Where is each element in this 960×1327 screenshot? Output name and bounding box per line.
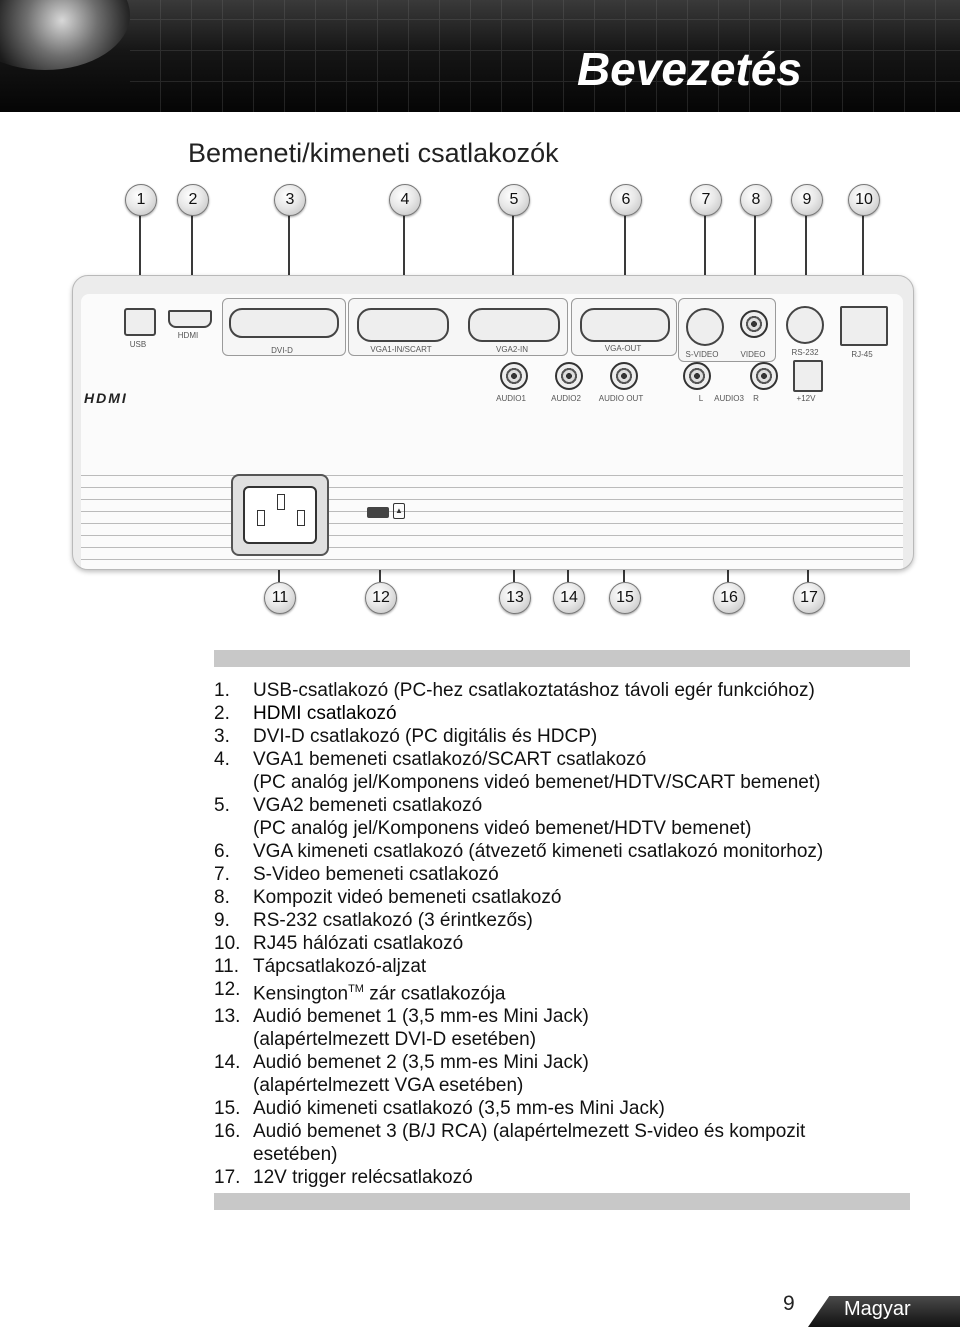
section-title: Bemeneti/kimeneti csatlakozók: [188, 138, 559, 168]
language-tab: [808, 1296, 960, 1327]
header-grid-pattern: [130, 0, 960, 112]
list-item: 4.VGA1 bemeneti csatlakozó/SCART csatlak…: [214, 749, 647, 770]
callout-10: 10: [848, 184, 880, 216]
vga-out-port: [580, 308, 670, 342]
audio3-r-label: R: [753, 394, 759, 403]
power-pin-left: [257, 510, 265, 526]
list-item: esetében): [253, 1144, 338, 1166]
list-item: 6.VGA kimeneti csatlakozó (átvezető kime…: [214, 841, 824, 862]
list-item: 13.Audió bemenet 1 (3,5 mm-es Mini Jack): [214, 1006, 589, 1028]
list-top-bar: [214, 650, 910, 667]
page-number: 9: [783, 1292, 795, 1315]
callout-14: 14: [553, 582, 585, 614]
audio3-l-jack: [683, 362, 711, 390]
callout-11: 11: [264, 582, 296, 614]
audio-out-jack: [610, 362, 638, 390]
list-item: 10.RJ45 hálózati csatlakozó: [214, 933, 464, 954]
callout-7: 7: [690, 184, 722, 216]
svideo-label: S-VIDEO: [685, 350, 719, 359]
kensington-slot: [367, 507, 389, 518]
hdmi-label: HDMI: [177, 331, 199, 340]
power-pin-ground: [277, 494, 285, 510]
video-label: VIDEO: [740, 350, 766, 359]
audio1-label: AUDIO1: [496, 394, 526, 403]
hdmi-logo: HDMI: [84, 390, 128, 406]
callout-12: 12: [365, 582, 397, 614]
lock-icon: ▲: [393, 503, 405, 519]
rj45-port: [840, 306, 888, 346]
list-item: (alapértelmezett VGA esetében): [253, 1075, 524, 1097]
audio2-label: AUDIO2: [551, 394, 581, 403]
list-item: 15.Audió kimeneti csatlakozó (3,5 mm-es …: [214, 1098, 665, 1120]
callout-17: 17: [793, 582, 825, 614]
list-item: 17.12V trigger relécsatlakozó: [214, 1167, 473, 1189]
list-item: (alapértelmezett DVI-D esetében): [253, 1029, 537, 1051]
vga2-port: [468, 308, 560, 342]
audio2-jack: [555, 362, 583, 390]
list-item: 16.Audió bemenet 3 (B/J RCA) (alapértelm…: [214, 1121, 806, 1143]
callout-13: 13: [499, 582, 531, 614]
language-label: Magyar: [844, 1298, 911, 1320]
list-item: 12.KensingtonTM zár csatlakozója: [214, 979, 506, 1005]
dvi-label: DVI-D: [271, 346, 293, 355]
connector-list: 1.USB-csatlakozó (PC-hez csatlakoztatásh…: [214, 679, 914, 1189]
vga1-port: [357, 308, 449, 342]
list-item: (PC analóg jel/Komponens videó bemenet/H…: [253, 772, 821, 793]
list-item: 5.VGA2 bemeneti csatlakozó: [214, 795, 483, 816]
callout-6: 6: [610, 184, 642, 216]
audio3-r-jack: [750, 362, 778, 390]
header-banner: Bevezetés: [0, 0, 960, 112]
svideo-port: [686, 308, 724, 346]
callout-9: 9: [791, 184, 823, 216]
list-item: 11.Tápcsatlakozó-aljzat: [214, 956, 427, 977]
video-rca-port: [740, 310, 768, 338]
callout-8: 8: [740, 184, 772, 216]
hdmi-port: [168, 310, 212, 328]
vga2-label: VGA2-IN: [495, 345, 529, 354]
list-item: 2.HDMI csatlakozó: [214, 703, 397, 724]
dvi-port: [229, 308, 339, 338]
vga-out-label: VGA-OUT: [604, 344, 642, 353]
power-socket: [231, 474, 329, 556]
chapter-title: Bevezetés: [576, 43, 802, 95]
list-item: (PC analóg jel/Komponens videó bemenet/H…: [253, 818, 752, 839]
power-pin-right: [297, 510, 305, 526]
callout-15: 15: [609, 582, 641, 614]
trigger-12v-label: +12V: [796, 394, 816, 403]
rs232-label: RS-232: [791, 348, 819, 357]
vent-grille: [81, 464, 903, 569]
power-socket-inner: [243, 486, 317, 544]
rs232-port: [786, 306, 824, 344]
list-item: 3.DVI-D csatlakozó (PC digitális és HDCP…: [214, 726, 598, 747]
callout-1: 1: [125, 184, 157, 216]
callout-3: 3: [274, 184, 306, 216]
callout-2: 2: [177, 184, 209, 216]
callout-16: 16: [713, 582, 745, 614]
usb-label: USB: [129, 340, 147, 349]
list-item: 14.Audió bemenet 2 (3,5 mm-es Mini Jack): [214, 1052, 589, 1074]
trigger-12v-port: [793, 360, 823, 392]
list-item: 9.RS-232 csatlakozó (3 érintkezős): [214, 910, 533, 931]
list-bottom-bar: [214, 1193, 910, 1210]
callout-4: 4: [389, 184, 421, 216]
audio1-jack: [500, 362, 528, 390]
usb-port: [124, 308, 156, 336]
callout-5: 5: [498, 184, 530, 216]
list-item: 1.USB-csatlakozó (PC-hez csatlakoztatásh…: [214, 680, 815, 701]
audio-out-label: AUDIO OUT: [598, 394, 644, 403]
list-item: 7.S-Video bemeneti csatlakozó: [214, 864, 499, 885]
rj45-label: RJ-45: [851, 350, 873, 359]
audio3-l-label: L: [698, 394, 704, 403]
audio3-label: AUDIO3: [714, 394, 744, 403]
list-item: 8.Kompozit videó bemeneti csatlakozó: [214, 887, 562, 908]
vga1-label: VGA1-IN/SCART: [370, 345, 432, 354]
